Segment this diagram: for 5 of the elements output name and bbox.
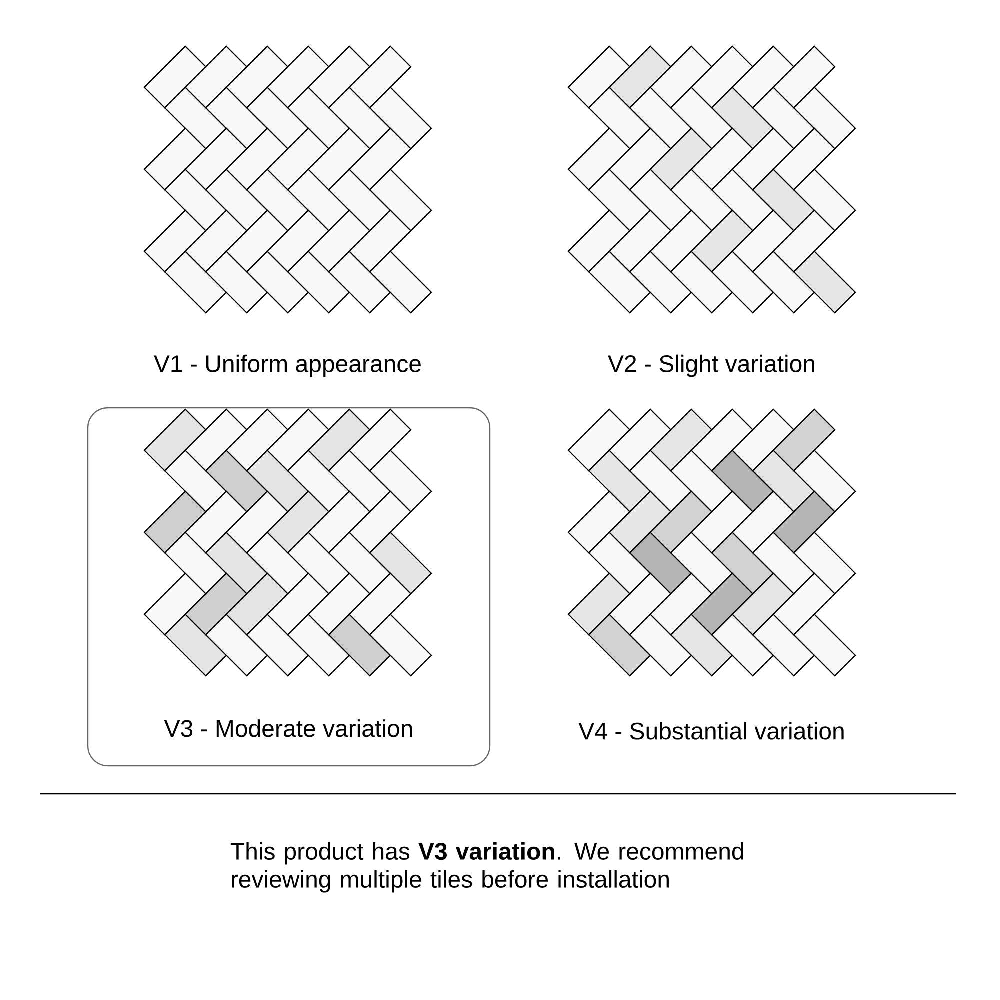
caption: V4 - Substantial variation bbox=[578, 722, 844, 740]
note-text: This product has V3 variation. We recommend reviewing multiple tiles before installation bbox=[230, 842, 744, 893]
caption: V1 - Uniform appearance bbox=[154, 354, 421, 378]
highlight-frame: V3 - Moderate variation bbox=[87, 407, 491, 767]
caption: V2 - Slight variation bbox=[608, 354, 814, 378]
